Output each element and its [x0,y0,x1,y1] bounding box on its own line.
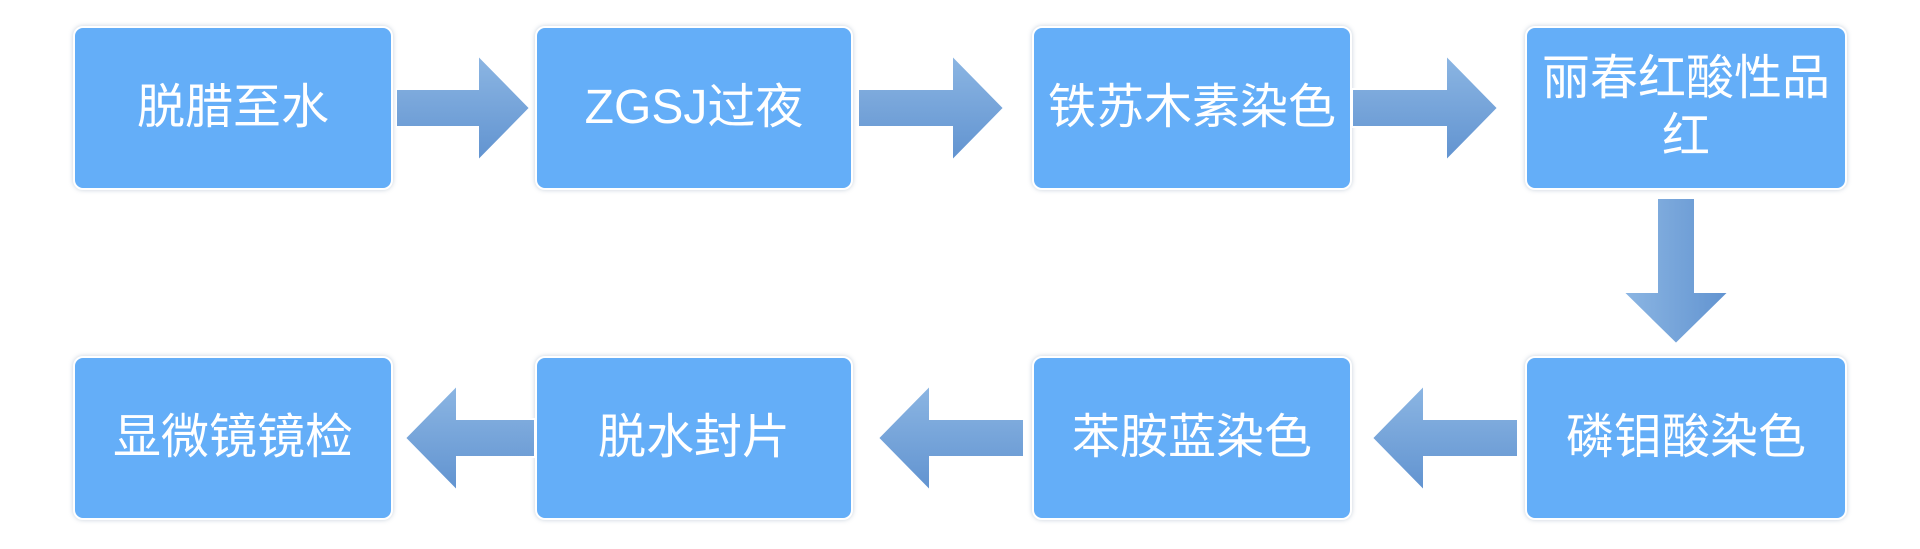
step-box-phosphomolybdic-acid: 磷钼酸染色 [1525,356,1847,520]
step-box-ponceau-acid-fuchsin: 丽春红酸性品红 [1525,26,1847,190]
step-box-aniline-blue: 苯胺蓝染色 [1032,356,1352,520]
step-label: 苯胺蓝染色 [1071,411,1312,465]
arrow-left-icon [1372,385,1518,491]
arrow-left-icon [405,385,535,491]
step-label: 丽春红酸性品红 [1541,52,1830,163]
step-label: 显微镜镜检 [112,411,353,465]
step-box-zgsj-overnight: ZGSJ过夜 [535,26,853,190]
arrow-right-icon [396,55,530,161]
step-label: 磷钼酸染色 [1565,411,1806,465]
step-label: 脱水封片 [597,411,790,465]
step-box-iron-hematoxylin: 铁苏木素染色 [1032,26,1352,190]
step-label: 脱腊至水 [136,81,329,135]
step-label: ZGSJ过夜 [584,81,804,135]
arrow-down-icon [1623,198,1729,344]
step-box-dewax-to-water: 脱腊至水 [73,26,393,190]
step-box-microscope-exam: 显微镜镜检 [73,356,393,520]
step-label: 铁苏木素染色 [1047,81,1336,135]
step-box-dehydrate-mount: 脱水封片 [535,356,853,520]
arrow-left-icon [878,385,1024,491]
arrow-right-icon [858,55,1004,161]
arrow-right-icon [1352,55,1498,161]
